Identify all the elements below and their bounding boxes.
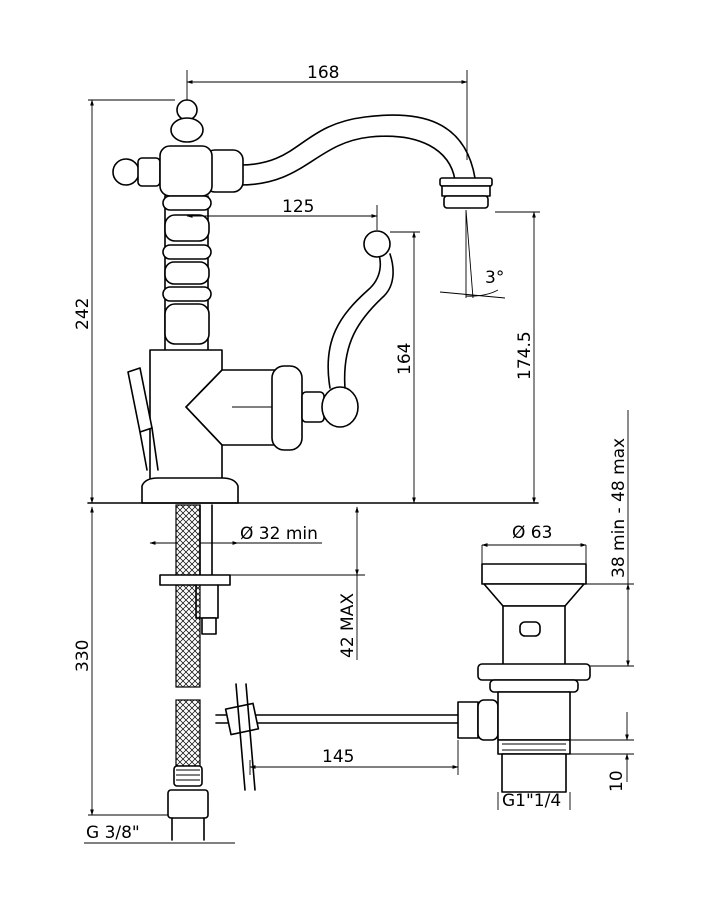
lever-arm <box>327 251 382 389</box>
dim-164: 164 <box>395 343 415 375</box>
base <box>141 477 239 504</box>
top-finial <box>176 99 198 121</box>
lever-knob <box>321 386 359 428</box>
dim-168: 168 <box>307 63 339 83</box>
dim-42max: 42 MAX <box>338 593 358 658</box>
mounting-nut <box>159 574 231 586</box>
faucet-body <box>112 99 493 504</box>
waste-cap <box>481 563 587 585</box>
dim-145: 145 <box>322 747 354 767</box>
dim-38-48: 38 min - 48 max <box>609 438 629 578</box>
waste-assembly <box>477 563 591 793</box>
dim-63: Ø 63 <box>512 523 552 543</box>
dim-10: 10 <box>607 770 627 792</box>
popup-rod <box>127 367 153 433</box>
lever-ball <box>363 230 391 258</box>
dim-242: 242 <box>73 298 93 330</box>
dim-330: 330 <box>73 640 93 672</box>
dimension-labels: 168 125 242 164 174.5 3° Ø 32 min 42 MAX… <box>73 63 629 843</box>
dim-3deg: 3° <box>485 268 504 288</box>
dim-125: 125 <box>282 197 314 217</box>
dim-32min: Ø 32 min <box>240 524 318 544</box>
aerator <box>439 177 493 187</box>
side-knob <box>112 158 140 186</box>
under-deck <box>159 504 231 841</box>
dim-174-5: 174.5 <box>515 331 535 380</box>
dimension-lines <box>84 70 634 844</box>
dim-g38: G 3/8" <box>86 823 140 843</box>
hose-nut <box>167 789 209 819</box>
spout <box>239 114 476 179</box>
dim-g1-1-4: G1"1/4 <box>502 791 561 811</box>
popup-linkage <box>215 683 499 791</box>
